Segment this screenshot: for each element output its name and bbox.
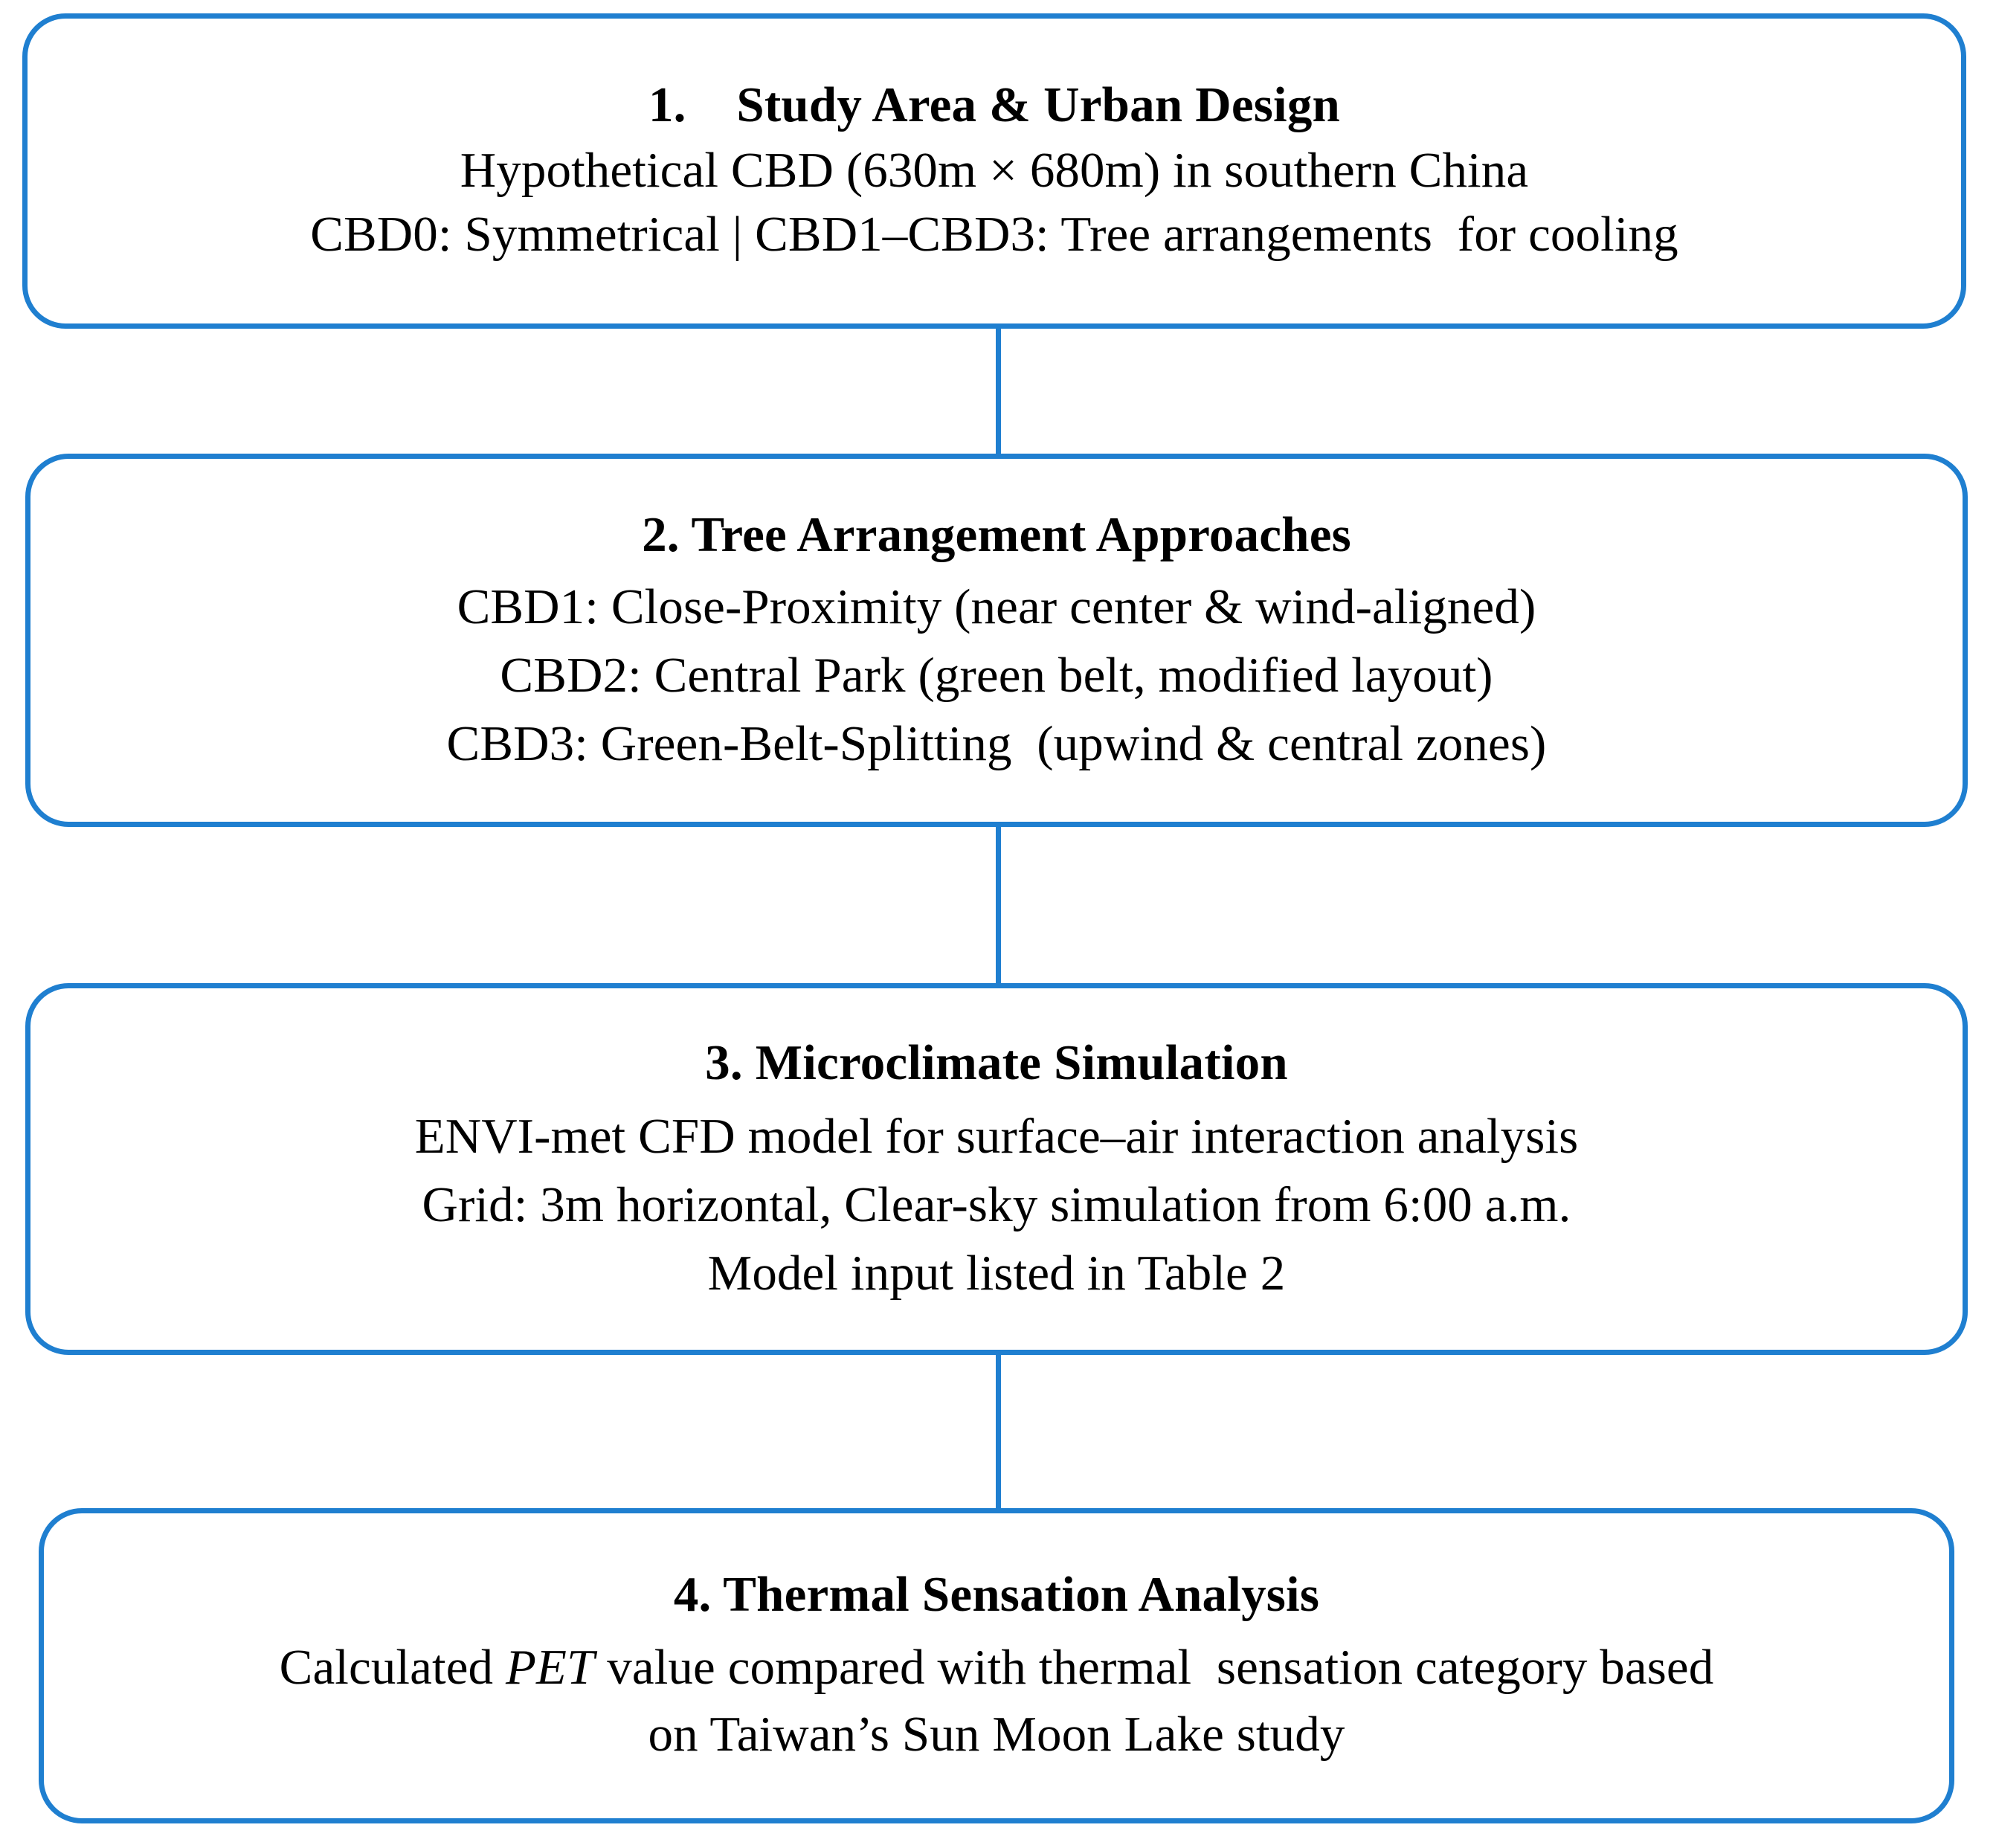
node-2-line-2: CBD2: Central Park (green belt, modified… — [500, 647, 1493, 703]
connector-node2-to-node3 — [996, 824, 1001, 986]
node-4-line-1: Calculated PET value compared with therm… — [279, 1640, 1714, 1696]
node-3-line-2: Grid: 3m horizontal, Clear-sky simulatio… — [422, 1176, 1571, 1232]
node-2-line-1: CBD1: Close-Proximity (near center & win… — [457, 579, 1536, 635]
flowchart-node-study-area-urban-design: 1. Study Area & Urban Design Hypothetica… — [22, 13, 1966, 329]
node-1-line-1: Hypothetical CBD (630m × 680m) in southe… — [460, 143, 1529, 199]
node-2-title: 2. Tree Arrangement Approaches — [642, 506, 1351, 562]
node-4-title: 4. Thermal Sensation Analysis — [673, 1567, 1320, 1623]
flowchart-node-thermal-sensation-analysis: 4. Thermal Sensation Analysis Calculated… — [39, 1508, 1954, 1823]
flowchart-node-microclimate-simulation: 3. Microclimate Simulation ENVI-met CFD … — [25, 983, 1968, 1355]
node-3-line-3: Model input listed in Table 2 — [707, 1245, 1286, 1301]
connector-node3-to-node4 — [996, 1352, 1001, 1511]
node-2-line-3: CBD3: Green-Belt-Splitting (upwind & cen… — [446, 715, 1547, 771]
node-4-line-2: on Taiwan’s Sun Moon Lake study — [648, 1706, 1345, 1762]
node-1-line-2: CBD0: Symmetrical | CBD1–CBD3: Tree arra… — [310, 206, 1678, 262]
flowchart-node-tree-arrangement-approaches: 2. Tree Arrangement Approaches CBD1: Clo… — [25, 454, 1968, 827]
connector-node1-to-node2 — [996, 326, 1001, 457]
node-1-title: 1. Study Area & Urban Design — [648, 77, 1341, 133]
node-3-line-1: ENVI-met CFD model for surface–air inter… — [414, 1109, 1579, 1165]
node-3-title: 3. Microclimate Simulation — [705, 1034, 1288, 1090]
